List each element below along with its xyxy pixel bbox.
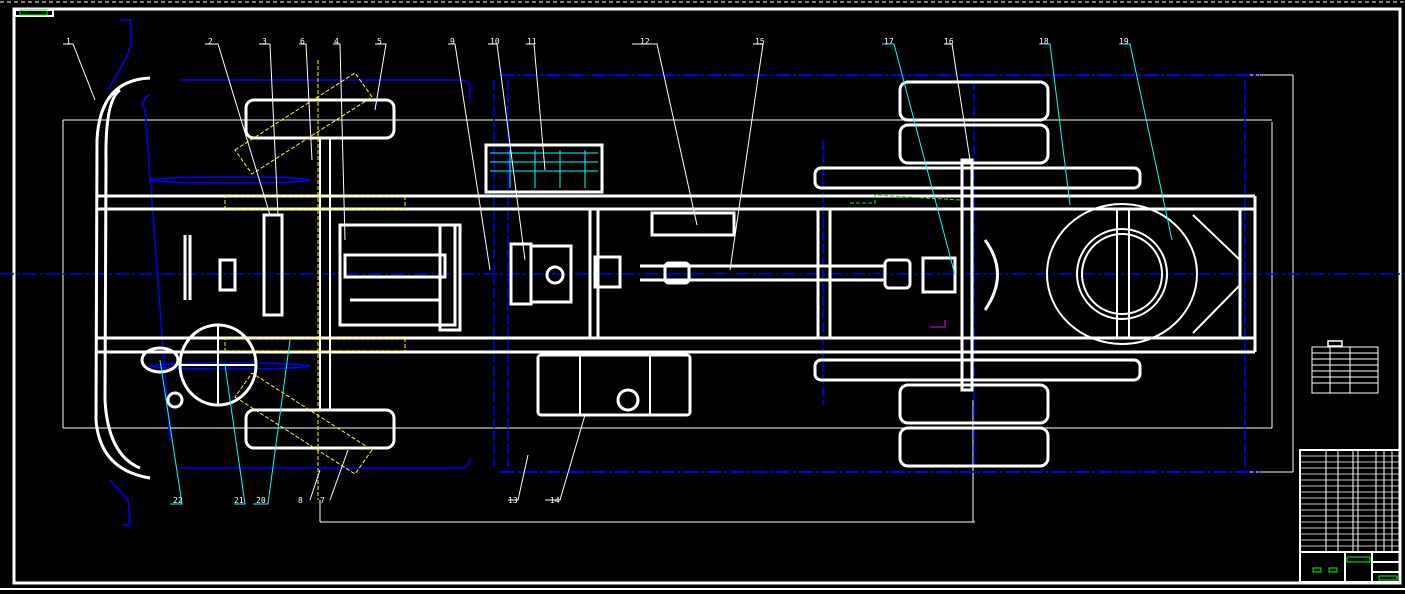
frame-rails xyxy=(97,194,1257,354)
dimension-lines xyxy=(62,74,1294,523)
muffler xyxy=(650,211,736,237)
front-wheels xyxy=(244,98,396,450)
leader-lines xyxy=(63,43,971,501)
callout-16: 16 xyxy=(944,37,954,46)
fuel-tank xyxy=(536,353,692,417)
callout-22: 22 xyxy=(173,496,183,505)
callout-18: 18 xyxy=(1039,37,1049,46)
brake-line xyxy=(850,194,961,204)
steered-wheel-ghost xyxy=(224,60,406,500)
callout-21: 21 xyxy=(234,496,244,505)
callout-8: 8 xyxy=(298,496,303,505)
callout-9: 9 xyxy=(450,37,455,46)
front-bumper xyxy=(94,76,151,480)
callout-6: 6 xyxy=(300,37,305,46)
callout-1: 1 xyxy=(66,37,71,46)
propeller-shaft xyxy=(640,258,912,290)
callout-14: 14 xyxy=(550,496,560,505)
callout-11: 11 xyxy=(527,37,537,46)
spare-tire xyxy=(1046,203,1241,345)
callout-12: 12 xyxy=(640,37,650,46)
callout-3: 3 xyxy=(262,37,267,46)
callout-19: 19 xyxy=(1119,37,1129,46)
callout-13: 13 xyxy=(508,496,518,505)
callout-7: 7 xyxy=(320,496,325,505)
callout-17: 17 xyxy=(884,37,894,46)
engine xyxy=(183,213,462,332)
center-lines xyxy=(0,19,1405,526)
battery-box xyxy=(484,143,604,194)
callout-2: 2 xyxy=(208,37,213,46)
title-block xyxy=(1299,449,1401,583)
rear-wheels xyxy=(898,80,1050,468)
callout-4: 4 xyxy=(334,37,339,46)
rear-axle xyxy=(813,158,1142,392)
callout-10: 10 xyxy=(490,37,500,46)
callout-5: 5 xyxy=(377,37,382,46)
callout-15: 15 xyxy=(755,37,765,46)
leader-lines-cyan xyxy=(159,43,1173,505)
marker xyxy=(930,320,946,328)
steering-wheel xyxy=(140,323,258,409)
callout-20: 20 xyxy=(256,496,266,505)
parts-table xyxy=(1311,340,1379,394)
gearbox xyxy=(509,242,622,306)
